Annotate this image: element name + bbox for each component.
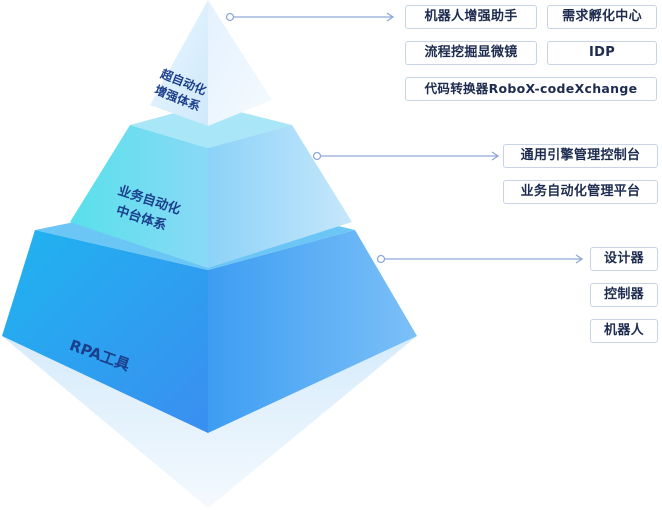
connector-middle [312, 151, 500, 161]
tag-idp: IDP [547, 41, 657, 65]
tag-controller: 控制器 [590, 283, 658, 307]
tag-robot: 机器人 [590, 319, 658, 343]
tag-engine-console: 通用引擎管理控制台 [503, 144, 658, 168]
connector-bottom [376, 254, 584, 264]
tag-code-converter: 代码转换器RoboX-codeXchange [405, 77, 657, 101]
pyramid-shadow [2, 336, 417, 508]
tag-demand-incubation: 需求孵化中心 [547, 5, 657, 29]
tag-robot-assistant: 机器人增强助手 [405, 5, 537, 29]
tag-automation-platform: 业务自动化管理平台 [503, 180, 658, 204]
pyramid-layer-middle [70, 104, 352, 268]
tag-process-mining: 流程挖掘显微镜 [405, 41, 537, 65]
connector-top [225, 12, 395, 22]
tag-designer: 设计器 [590, 247, 658, 271]
pyramid-layer-top [150, 0, 272, 126]
